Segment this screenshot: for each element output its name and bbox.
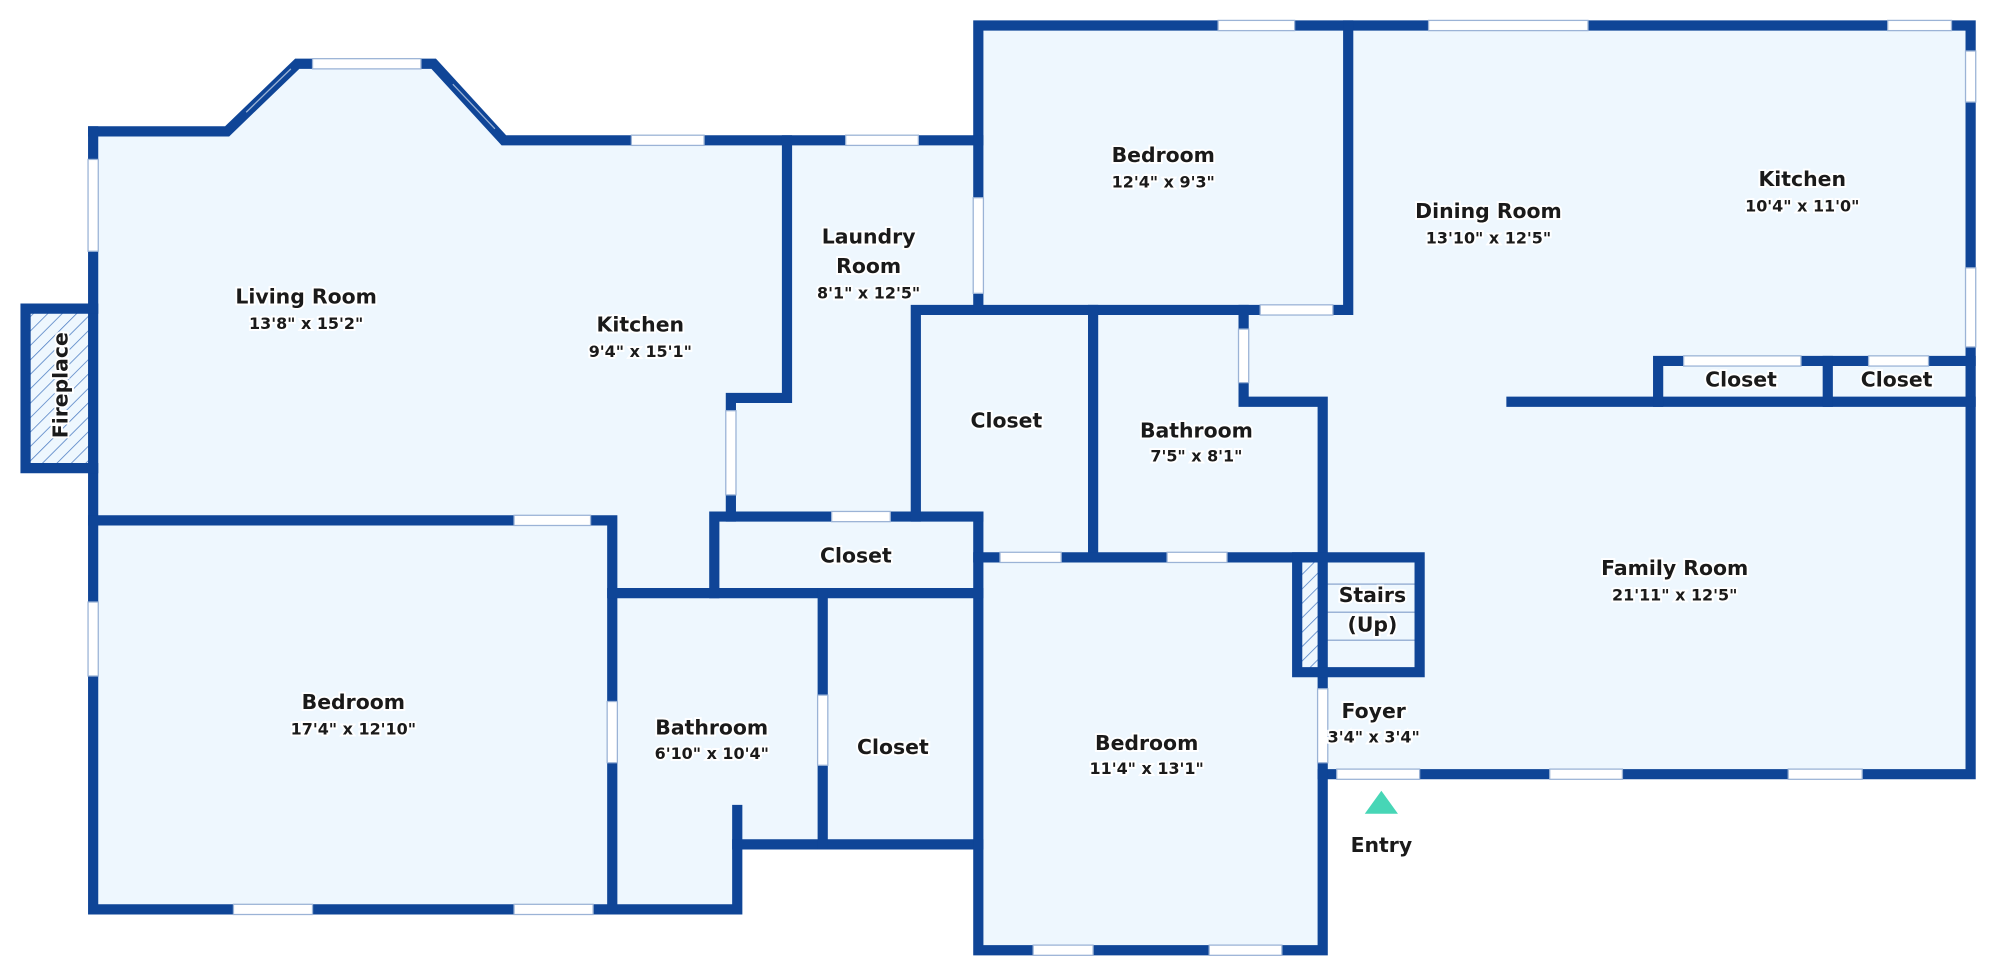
room-dims-family-room: 21'11" x 12'5" xyxy=(1612,586,1737,605)
room-dims-bathroom-center: 7'5" x 8'1" xyxy=(1150,447,1242,466)
room-name-dining-room: Dining Room xyxy=(1415,199,1562,223)
bedroom-middle-floor xyxy=(978,557,1323,951)
room-name-bedroom-middle: Bedroom xyxy=(1095,731,1198,755)
bedroom-top-floor xyxy=(978,25,1349,310)
room-dims-living-room: 13'8" x 15'2" xyxy=(249,314,363,333)
floor-fills xyxy=(25,25,1971,951)
room-name-bedroom-top: Bedroom xyxy=(1112,143,1215,167)
entry-label: Entry xyxy=(1351,833,1413,857)
stairs-treads xyxy=(1318,583,1420,642)
closet-laundry-floor xyxy=(714,516,979,594)
room-name-stairs: Stairs(Up) xyxy=(1339,583,1406,636)
room-name-fireplace: Fireplace xyxy=(49,332,73,438)
room-name-bedroom-left: Bedroom xyxy=(302,690,405,714)
room-dims-bathroom-left: 6'10" x 10'4" xyxy=(655,744,769,763)
living-kitchen-floor xyxy=(93,63,787,594)
bathroom-center-floor xyxy=(1093,309,1323,558)
room-dims-bedroom-top: 12'4" x 9'3" xyxy=(1112,172,1215,191)
room-name-closet-2: Closet xyxy=(1861,367,1933,391)
bathroom-left-floor xyxy=(612,593,823,910)
room-name-closet-1: Closet xyxy=(1705,367,1777,391)
room-dims-bedroom-middle: 11'4" x 13'1" xyxy=(1090,759,1204,778)
fireplace-hatch xyxy=(25,308,94,469)
openings xyxy=(87,19,1977,956)
room-name-closet-laundry: Closet xyxy=(820,543,892,567)
room-dims-foyer: 3'4" x 3'4" xyxy=(1328,727,1420,746)
room-name-bathroom-left: Bathroom xyxy=(655,716,768,740)
laundry-floor xyxy=(730,140,979,517)
room-dims-bedroom-left: 17'4" x 12'10" xyxy=(291,720,416,739)
room-name-kitchen-left: Kitchen xyxy=(597,313,685,337)
room-name-kitchen-right: Kitchen xyxy=(1759,167,1847,191)
room-dims-kitchen-right: 10'4" x 11'0" xyxy=(1745,197,1859,216)
closet-left-floor xyxy=(822,593,979,845)
room-name-living-room: Living Room xyxy=(235,285,376,309)
room-dims-dining-room: 13'10" x 12'5" xyxy=(1426,229,1551,248)
bedroom-left-floor xyxy=(93,520,613,910)
room-name-bathroom-center: Bathroom xyxy=(1140,418,1253,442)
room-name-foyer: Foyer xyxy=(1342,699,1406,723)
stairs-hatch xyxy=(1297,557,1319,673)
room-dims-kitchen-left: 9'4" x 15'1" xyxy=(589,342,692,361)
entry-triangle-icon xyxy=(1364,790,1398,814)
room-labels: Living Room 13'8" x 15'2" Kitchen 9'4" x… xyxy=(47,141,1935,780)
room-name-family-room: Family Room xyxy=(1601,556,1748,580)
room-name-closet-left: Closet xyxy=(857,735,929,759)
room-dims-laundry-room: 8'1" x 12'5" xyxy=(817,283,920,302)
room-name-closet-center: Closet xyxy=(971,408,1043,432)
